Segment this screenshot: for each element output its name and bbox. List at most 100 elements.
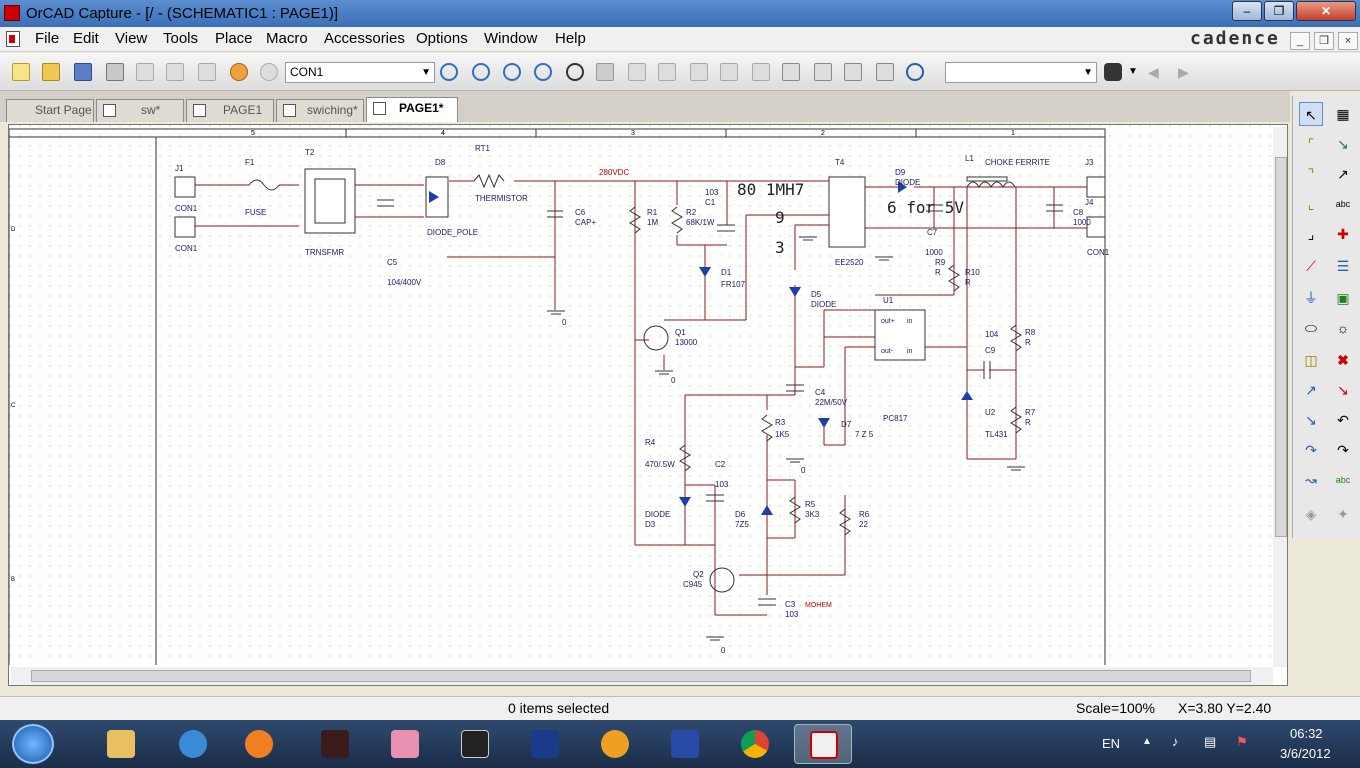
zoom-in-icon[interactable] bbox=[440, 63, 458, 81]
previous-icon[interactable]: ◀ bbox=[1148, 64, 1159, 80]
vertical-scrollbar-thumb[interactable] bbox=[1275, 157, 1287, 537]
place-text-abc-icon[interactable]: abc bbox=[1335, 475, 1351, 485]
tab-sw[interactable]: sw* bbox=[96, 99, 184, 122]
place-text-icon[interactable]: ↝ bbox=[1305, 472, 1317, 488]
place-image-icon[interactable]: ◈ bbox=[1305, 506, 1317, 522]
place-curve-icon[interactable]: ↷ bbox=[1337, 442, 1349, 458]
drc-icon[interactable] bbox=[690, 63, 708, 81]
minimize-button[interactable]: – bbox=[1232, 1, 1262, 21]
taskbar-pes[interactable] bbox=[516, 724, 574, 764]
tab-swiching[interactable]: swiching* bbox=[276, 99, 364, 122]
snap-grid-icon[interactable] bbox=[782, 63, 800, 81]
start-button-icon[interactable] bbox=[12, 724, 54, 764]
volume-icon[interactable]: ♪ bbox=[1172, 734, 1179, 749]
binoculars-icon[interactable] bbox=[1104, 63, 1122, 81]
maximize-button[interactable]: ❐ bbox=[1264, 1, 1294, 21]
menu-file[interactable]: File bbox=[35, 30, 60, 47]
action-center-icon[interactable]: ⚑ bbox=[1236, 734, 1248, 749]
place-wire-icon[interactable]: ⌜ bbox=[1307, 136, 1315, 152]
area-select-icon[interactable] bbox=[814, 63, 832, 81]
place-ieee-icon[interactable]: ✦ bbox=[1337, 506, 1349, 522]
paste-icon[interactable] bbox=[198, 63, 216, 81]
part-combo[interactable]: CON1 ▼ bbox=[285, 62, 435, 83]
show-hidden-icons-icon[interactable]: ▲ bbox=[1142, 736, 1152, 747]
language-indicator[interactable]: EN bbox=[1102, 736, 1121, 751]
place-pin-icon[interactable]: ☼ bbox=[1336, 320, 1350, 336]
place-rectangle-icon[interactable]: ↗ bbox=[1305, 382, 1317, 398]
new-icon[interactable] bbox=[12, 63, 30, 81]
menu-place[interactable]: Place bbox=[215, 30, 253, 47]
vertical-scrollbar[interactable] bbox=[1273, 127, 1287, 667]
menu-help[interactable]: Help bbox=[555, 30, 586, 47]
taskbar-tmnt[interactable] bbox=[306, 724, 364, 764]
mdi-restore-button[interactable]: ❐ bbox=[1314, 32, 1334, 50]
taskbar-sync-app[interactable] bbox=[586, 724, 644, 764]
clock-date[interactable]: 3/6/2012 bbox=[1280, 746, 1331, 761]
redo-icon[interactable] bbox=[260, 63, 278, 81]
open-folder-icon[interactable] bbox=[42, 63, 60, 81]
place-hierarchical-block-icon[interactable]: ▣ bbox=[1336, 290, 1350, 306]
document-icon[interactable] bbox=[6, 31, 20, 47]
help-query-icon[interactable] bbox=[596, 63, 614, 81]
save-icon[interactable] bbox=[74, 63, 92, 81]
place-line-icon[interactable]: ⟋ bbox=[1306, 258, 1316, 274]
orcad-app-icon[interactable] bbox=[4, 5, 20, 21]
find-dropdown-icon[interactable]: ▼ bbox=[1128, 66, 1138, 77]
search-combo[interactable]: ▼ bbox=[945, 62, 1097, 83]
horizontal-scrollbar[interactable] bbox=[11, 667, 1273, 685]
place-bus-icon[interactable]: ⌝ bbox=[1307, 166, 1315, 182]
place-power-icon[interactable]: ⌟ bbox=[1307, 226, 1315, 242]
place-bus-entry-icon[interactable]: ⌞ bbox=[1307, 196, 1315, 212]
taskbar-chrome[interactable] bbox=[726, 724, 784, 764]
taskbar-v4[interactable] bbox=[656, 724, 714, 764]
view-eye-icon[interactable] bbox=[566, 63, 584, 81]
taskbar-chess[interactable] bbox=[446, 724, 504, 764]
close-button[interactable]: ✕ bbox=[1296, 1, 1356, 21]
network-icon[interactable]: ▤ bbox=[1204, 734, 1217, 749]
place-junction-icon[interactable]: ↗ bbox=[1337, 166, 1349, 182]
project-manager-icon[interactable] bbox=[876, 63, 894, 81]
taskbar-media-player[interactable] bbox=[230, 724, 288, 764]
zoom-all-icon[interactable] bbox=[534, 63, 552, 81]
delete-icon[interactable]: ✖ bbox=[1337, 352, 1349, 368]
netlist-icon[interactable] bbox=[720, 63, 738, 81]
cut-icon[interactable] bbox=[136, 63, 154, 81]
place-no-connect-icon[interactable]: ✚ bbox=[1337, 226, 1349, 242]
place-ellipse-icon[interactable]: ↘ bbox=[1305, 412, 1317, 428]
zoom-area-icon[interactable] bbox=[503, 63, 521, 81]
taskbar-photo[interactable] bbox=[376, 724, 434, 764]
clock-time[interactable]: 06:32 bbox=[1290, 726, 1323, 741]
menu-view[interactable]: View bbox=[115, 30, 148, 47]
back-annotate-icon[interactable] bbox=[658, 63, 676, 81]
tab-page1-active[interactable]: PAGE1* bbox=[366, 97, 458, 122]
mdi-minimize-button[interactable]: _ bbox=[1290, 32, 1310, 50]
select-pointer-icon[interactable]: ↖ bbox=[1299, 102, 1323, 126]
schematic-drawing[interactable]: 5 4 3 2 1 D C B bbox=[9, 125, 1271, 665]
menu-edit[interactable]: Edit bbox=[73, 30, 99, 47]
drag-icon[interactable] bbox=[844, 63, 862, 81]
menu-macro[interactable]: Macro bbox=[266, 30, 308, 47]
place-off-page-icon[interactable]: ◫ bbox=[1304, 352, 1318, 368]
menu-accessories[interactable]: Accessories bbox=[324, 30, 405, 47]
copy-icon[interactable] bbox=[166, 63, 184, 81]
place-arc-icon[interactable]: ↶ bbox=[1337, 412, 1349, 428]
taskbar-explorer[interactable] bbox=[92, 724, 150, 764]
place-net-alias-icon[interactable]: ↘ bbox=[1337, 136, 1349, 152]
taskbar-ie[interactable] bbox=[164, 724, 222, 764]
place-bezier-icon[interactable]: ↷ bbox=[1305, 442, 1317, 458]
zoom-out-icon[interactable] bbox=[472, 63, 490, 81]
tab-page1[interactable]: PAGE1 bbox=[186, 99, 274, 122]
place-part-icon[interactable]: ▦ bbox=[1336, 106, 1350, 122]
tab-start-page[interactable]: Start Page bbox=[6, 99, 94, 122]
place-net-label-icon[interactable]: abc bbox=[1335, 199, 1351, 209]
taskbar-orcad[interactable] bbox=[794, 724, 852, 764]
mdi-close-button[interactable]: × bbox=[1338, 32, 1358, 50]
menu-options[interactable]: Options bbox=[416, 30, 468, 47]
next-icon[interactable]: ▶ bbox=[1178, 64, 1189, 80]
place-bus-line-icon[interactable]: ☰ bbox=[1336, 258, 1350, 274]
annotate-icon[interactable] bbox=[628, 63, 646, 81]
menu-tools[interactable]: Tools bbox=[163, 30, 199, 47]
place-polyline-icon[interactable]: ↘ bbox=[1337, 382, 1349, 398]
menu-window[interactable]: Window bbox=[484, 30, 538, 47]
bom-icon[interactable] bbox=[752, 63, 770, 81]
